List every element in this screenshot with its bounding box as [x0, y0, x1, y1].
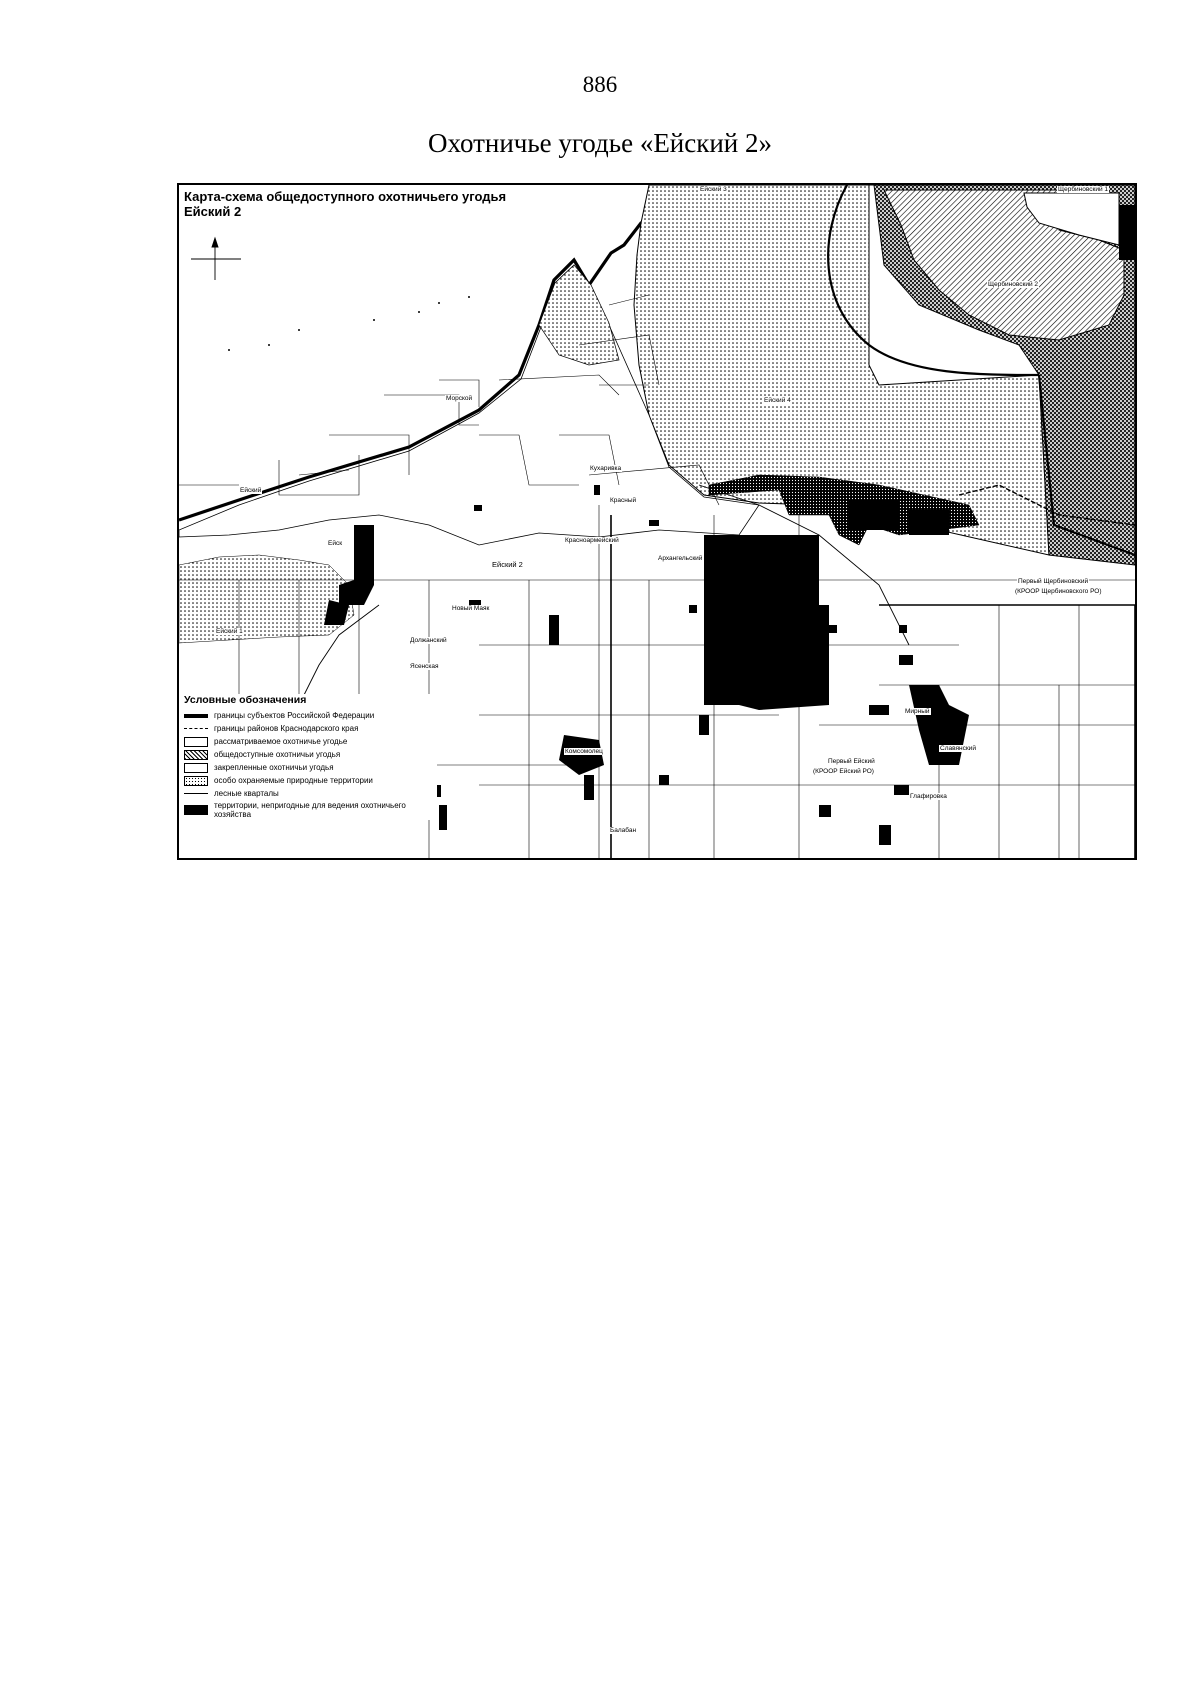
place-yeysk1: Ейский 1: [215, 628, 244, 635]
place-mirny: Мирный: [904, 708, 931, 715]
place-balaban: Балабан: [609, 827, 638, 834]
place-dolzhansky: Должанский: [409, 637, 448, 644]
legend-item-protected-areas: особо охраняемые природные территории: [182, 774, 437, 787]
legend-item-public-grounds: общедоступные охотничьи угодья: [182, 748, 437, 761]
place-shcherbinovsky1: Щербиновский 1: [1057, 186, 1110, 193]
sea-marks: [228, 296, 470, 351]
region-boundary-arc: [827, 185, 1040, 377]
place-pervyi-shcherbinovsky-2: (КРООР Щербиновского РО): [1014, 588, 1103, 595]
place-yeysk4: Ейский 4: [763, 397, 792, 404]
legend-item-considered-ground: рассматриваемое охотничье угодье: [182, 735, 437, 748]
place-novy-mayak: Новый Маяк: [451, 605, 491, 612]
legend-label: лесные кварталы: [214, 789, 279, 798]
legend-label: рассматриваемое охотничье угодье: [214, 737, 348, 746]
protected-west: [179, 554, 355, 644]
legend-item-unsuitable-territory: территории, непригодные для ведения охот…: [182, 800, 437, 820]
legend-item-subject-boundary: границы субъектов Российской Федерации: [182, 709, 437, 722]
legend-swatch-dot-box: [184, 775, 208, 786]
legend-item-forest-blocks: лесные кварталы: [182, 787, 437, 800]
compass-rose: [191, 236, 241, 280]
black-area-ne: [1119, 205, 1135, 260]
region-boundary-east: [1037, 374, 1135, 557]
black-territory-block: [704, 535, 829, 710]
legend-item-assigned-grounds: закрепленные охотничьи угодья: [182, 761, 437, 774]
place-yeysk3: Ейский 3: [699, 186, 728, 193]
page-number: 886: [582, 72, 618, 97]
legend-label: границы районов Краснодарского края: [214, 724, 359, 733]
place-shcherbinovsky2: Щербиновский 2: [987, 281, 1040, 288]
map-legend: Условные обозначения границы субъектов Р…: [182, 694, 437, 820]
map-title: Карта-схема общедоступного охотничьего у…: [184, 189, 507, 219]
map-canvas: [179, 185, 1135, 858]
black-strip-1: [909, 510, 949, 535]
legend-label: территории, непригодные для ведения охот…: [214, 801, 406, 819]
place-yasenskaya: Ясенская: [409, 663, 440, 670]
legend-swatch-thick-line: [184, 713, 208, 718]
railroad: [958, 484, 1135, 526]
place-yeyskiy: Ейский: [239, 487, 263, 494]
legend-swatch-dash-line: [184, 728, 208, 729]
document-title: Охотничье угодье «Ейский 2»: [427, 128, 773, 158]
legend-label: особо охраняемые природные территории: [214, 776, 373, 785]
road-sw: [298, 604, 380, 706]
zone-yeysk2: [179, 264, 760, 546]
place-glafirovka: Глафировка: [909, 793, 948, 800]
legend-swatch-hatch-box: [184, 749, 208, 760]
map-title-line2: Ейский 2: [184, 204, 242, 219]
legend-title: Условные обозначения: [184, 694, 307, 706]
place-yeysk-city: Ейск: [327, 540, 344, 547]
district-boundary-east: [879, 604, 1135, 858]
protected-coast: [538, 264, 620, 366]
map-title-line1: Карта-схема общедоступного охотничьего у…: [184, 189, 507, 204]
place-pervyi-yeysky-2: (КРООР Ейский РО): [812, 768, 875, 775]
place-krasnoarmeysky: Красноармейский: [564, 537, 620, 544]
black-territory-ne: [849, 500, 899, 530]
place-krasny: Красный: [609, 497, 638, 504]
place-pervyi-yeysky-1: Первый Ейский: [827, 758, 876, 765]
map-frame: Карта-схема общедоступного охотничьего у…: [177, 183, 1137, 860]
zone-shcherbinovsky2-inner: [883, 189, 1125, 341]
place-yeysk2: Ейский 2: [491, 560, 524, 569]
place-morskoy: Морской: [445, 395, 474, 402]
legend-label: закрепленные охотничьи угодья: [214, 763, 334, 772]
legend-swatch-thin-line: [184, 793, 208, 794]
legend-label: общедоступные охотничьи угодья: [214, 750, 341, 759]
legend-label: границы субъектов Российской Федерации: [214, 711, 375, 720]
legend-swatch-black-box: [184, 805, 208, 815]
place-komsomolets: Комсомолец: [564, 748, 604, 755]
legend-swatch-white-box: [184, 736, 208, 747]
zone-shcherbinovsky1: [1023, 192, 1120, 246]
legend-swatch-white-box: [184, 762, 208, 773]
place-pervyi-shcherbinovsky-1: Первый Щербиновский: [1017, 578, 1090, 585]
place-kuharivka: Кухаривка: [589, 465, 623, 472]
place-arkhangelsky: Архангельский: [657, 555, 704, 562]
legend-item-district-boundary: границы районов Краснодарского края: [182, 722, 437, 735]
place-slavyansky: Славянский: [939, 745, 977, 752]
